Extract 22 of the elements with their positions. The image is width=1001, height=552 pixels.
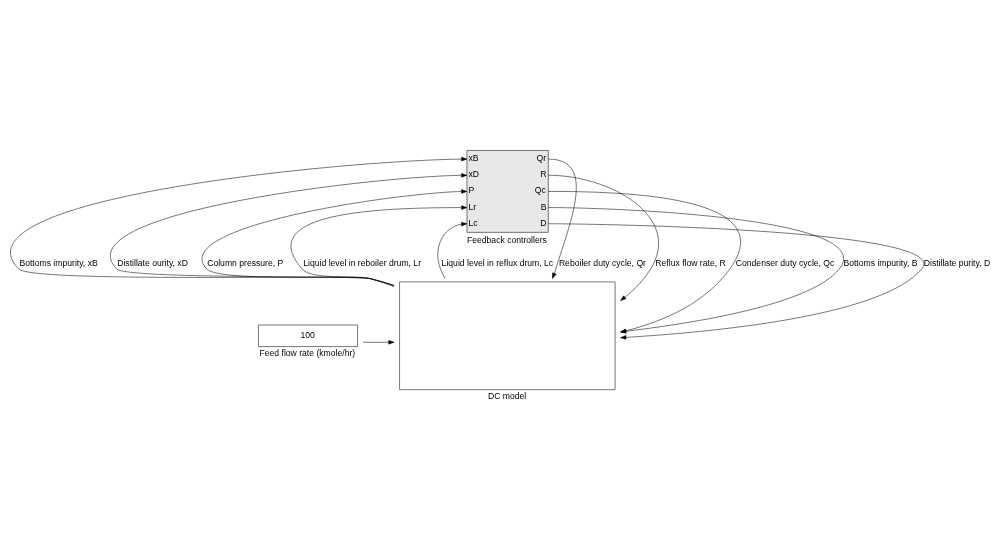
arrow [362,340,395,345]
edge-label: Column pressure, P [207,258,284,269]
node-label: Feedback controllers [466,234,547,245]
arrow [10,156,468,286]
edge-label: Bottoms impurity, xB [19,258,98,269]
arrow [201,189,468,286]
edge-label: Bottoms impurity, B [843,258,918,269]
arrow [548,175,659,301]
edge-label: Liquid level in reboiler drum, Lr [303,258,422,269]
node-label: DC model [487,390,527,401]
edge-label: Liquid level in reflux drum, Lc [441,258,554,269]
arrow [110,173,468,286]
arrow [437,222,468,279]
arrow [548,223,925,340]
edge-label: Reboiler duty cycle, Qr [558,258,646,269]
edge-label: Distillate ourity, xD [117,258,188,269]
arrow [290,205,468,287]
node-label: Feed flow rate (kmole/hr) [259,347,356,358]
edge-label: Distillate purity, D [923,258,991,269]
edge-label: Reflux flow rate, R [655,258,726,269]
arrow [548,158,577,279]
edge-label: Condenser duty cycle, Qc [735,258,835,269]
